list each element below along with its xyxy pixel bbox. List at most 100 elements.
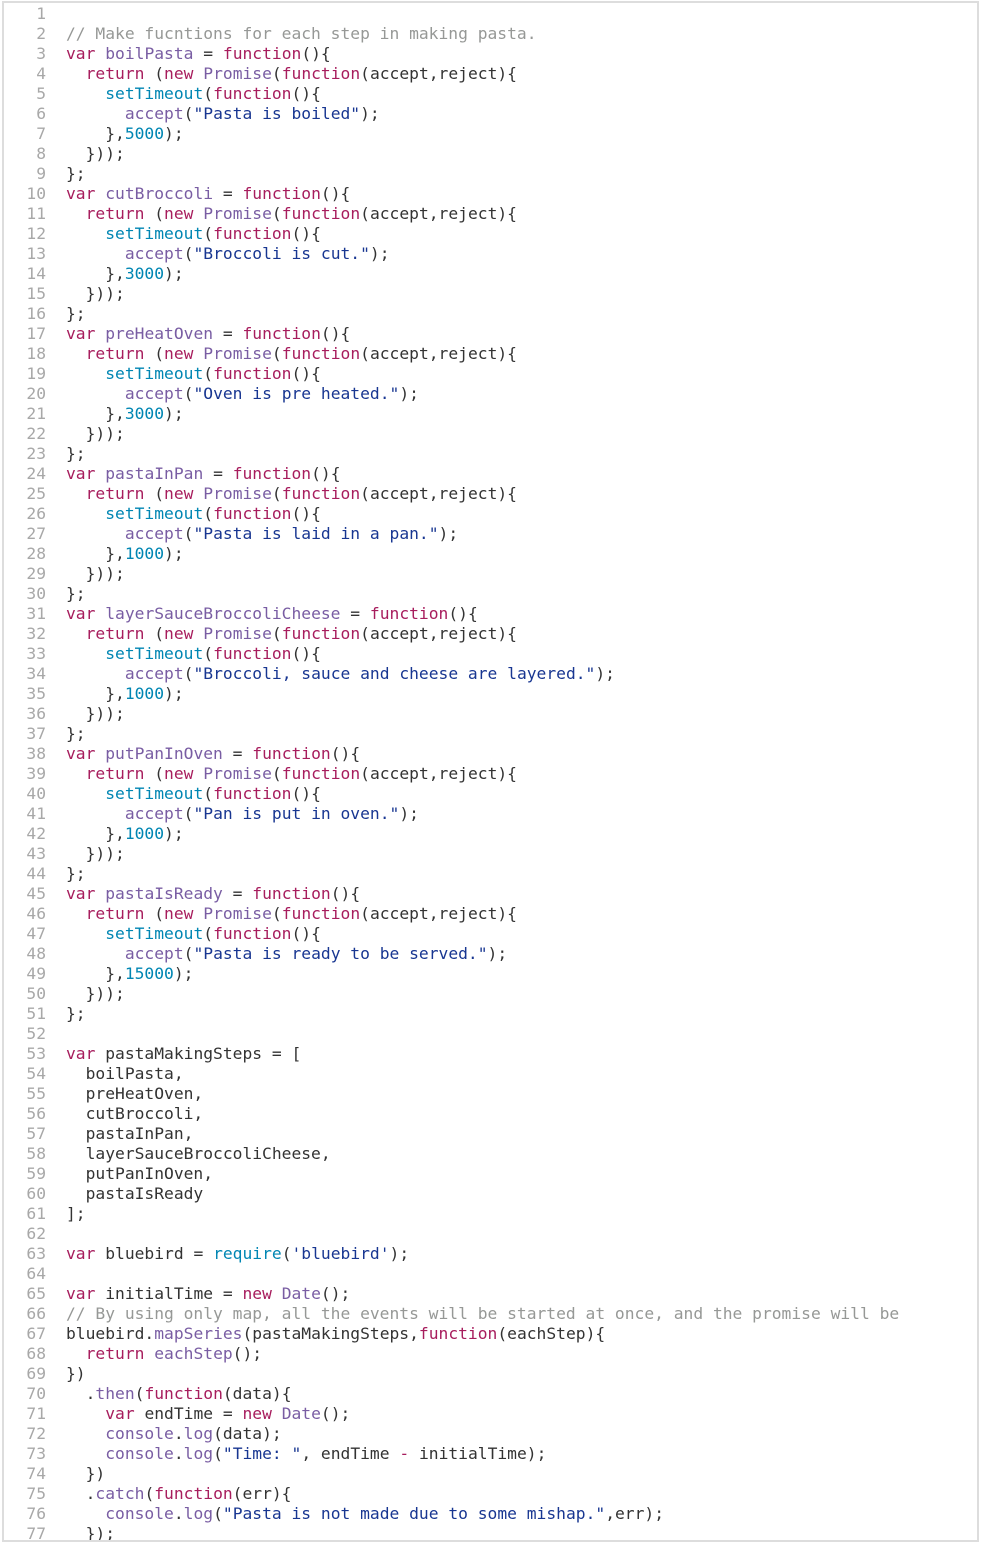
line-number: 47 xyxy=(26,924,46,943)
line-number: 11 xyxy=(26,204,46,223)
code-line[interactable]: 43 })); xyxy=(4,844,977,864)
code-line[interactable]: 74 }) xyxy=(4,1464,977,1484)
code-line[interactable]: 19 setTimeout(function(){ xyxy=(4,364,977,384)
code-line[interactable]: 28 },1000); xyxy=(4,544,977,564)
code-line[interactable]: 69}) xyxy=(4,1364,977,1384)
code-line[interactable]: 42 },1000); xyxy=(4,824,977,844)
plain-token: ); xyxy=(438,524,459,543)
code-line[interactable]: 70 .then(function(data){ xyxy=(4,1384,977,1404)
code-line[interactable]: 47 setTimeout(function(){ xyxy=(4,924,977,944)
plain-token xyxy=(272,1284,282,1303)
code-line[interactable]: 46 return (new Promise(function(accept,r… xyxy=(4,904,977,924)
code-line[interactable]: 2// Make fucntions for each step in maki… xyxy=(4,24,977,44)
code-line[interactable]: 29 })); xyxy=(4,564,977,584)
code-line[interactable]: 73 console.log("Time: ", endTime - initi… xyxy=(4,1444,977,1464)
plain-token xyxy=(95,324,105,343)
code-line[interactable]: 44}; xyxy=(4,864,977,884)
code-line[interactable]: 64 xyxy=(4,1264,977,1284)
code-line[interactable]: 54 boilPasta, xyxy=(4,1064,977,1084)
plain-token: ); xyxy=(595,664,615,683)
code-line[interactable]: 21 },3000); xyxy=(4,404,977,424)
code-line[interactable]: 6 accept("Pasta is boiled"); xyxy=(4,104,977,124)
code-line[interactable]: 7 },5000); xyxy=(4,124,977,144)
plain-token: ); xyxy=(164,264,184,283)
code-line[interactable]: 1 xyxy=(4,4,977,24)
code-line[interactable]: 15 })); xyxy=(4,284,977,304)
code-line[interactable]: 13 accept("Broccoli is cut."); xyxy=(4,244,977,264)
code-line[interactable]: 40 setTimeout(function(){ xyxy=(4,784,977,804)
code-line[interactable]: 41 accept("Pan is put in oven."); xyxy=(4,804,977,824)
code-line[interactable]: 48 accept("Pasta is ready to be served."… xyxy=(4,944,977,964)
code-line[interactable]: 60 pastaIsReady xyxy=(4,1184,977,1204)
code-line[interactable]: 12 setTimeout(function(){ xyxy=(4,224,977,244)
keyword-token: new xyxy=(164,484,194,503)
code-line[interactable]: 72 console.log(data); xyxy=(4,1424,977,1444)
code-line[interactable]: 35 },1000); xyxy=(4,684,977,704)
plain-token: ); xyxy=(173,964,194,983)
line-number: 24 xyxy=(26,464,46,483)
code-line[interactable]: 4 return (new Promise(function(accept,re… xyxy=(4,64,977,84)
code-line[interactable]: 16}; xyxy=(4,304,977,324)
plain-token: (){ xyxy=(291,84,321,103)
code-line[interactable]: 14 },3000); xyxy=(4,264,977,284)
plain-token xyxy=(66,244,125,263)
code-line[interactable]: 33 setTimeout(function(){ xyxy=(4,644,977,664)
code-line[interactable]: 11 return (new Promise(function(accept,r… xyxy=(4,204,977,224)
code-line[interactable]: 58 layerSauceBroccoliCheese, xyxy=(4,1144,977,1164)
plain-token: (){ xyxy=(330,884,361,903)
code-line[interactable]: 36 })); xyxy=(4,704,977,724)
line-number: 17 xyxy=(26,324,46,343)
code-line[interactable]: 32 return (new Promise(function(accept,r… xyxy=(4,624,977,644)
code-line[interactable]: 25 return (new Promise(function(accept,r… xyxy=(4,484,977,504)
code-line[interactable]: 75 .catch(function(err){ xyxy=(4,1484,977,1504)
code-line[interactable]: 20 accept("Oven is pre heated."); xyxy=(4,384,977,404)
code-line[interactable]: 34 accept("Broccoli, sauce and cheese ar… xyxy=(4,664,977,684)
line-number: 45 xyxy=(26,884,46,903)
code-line[interactable]: 9}; xyxy=(4,164,977,184)
code-line[interactable]: 26 setTimeout(function(){ xyxy=(4,504,977,524)
code-line[interactable]: 76 console.log("Pasta is not made due to… xyxy=(4,1504,977,1524)
code-line[interactable]: 39 return (new Promise(function(accept,r… xyxy=(4,764,977,784)
code-line[interactable]: 37}; xyxy=(4,724,977,744)
plain-token: (accept,reject){ xyxy=(360,764,517,783)
line-number: 7 xyxy=(36,124,46,143)
code-line[interactable]: 59 putPanInOven, xyxy=(4,1164,977,1184)
code-line[interactable]: 18 return (new Promise(function(accept,r… xyxy=(4,344,977,364)
code-line[interactable]: 27 accept("Pasta is laid in a pan."); xyxy=(4,524,977,544)
line-number: 62 xyxy=(26,1224,46,1243)
code-line[interactable]: 57 pastaInPan, xyxy=(4,1124,977,1144)
plain-token: (pastaMakingSteps, xyxy=(242,1324,419,1343)
code-line[interactable]: 77 }); xyxy=(4,1524,977,1540)
code-line[interactable]: 66// By using only map, all the events w… xyxy=(4,1304,977,1324)
code-line[interactable]: 56 cutBroccoli, xyxy=(4,1104,977,1124)
plain-token xyxy=(193,764,203,783)
code-line[interactable]: 49 },15000); xyxy=(4,964,977,984)
code-line[interactable]: 50 })); xyxy=(4,984,977,1004)
keyword-token: var xyxy=(66,1284,96,1303)
code-line[interactable]: 30}; xyxy=(4,584,977,604)
code-line[interactable]: 61]; xyxy=(4,1204,977,1224)
code-line[interactable]: 23}; xyxy=(4,444,977,464)
code-line[interactable]: 71 var endTime = new Date(); xyxy=(4,1404,977,1424)
code-line[interactable]: 51}; xyxy=(4,1004,977,1024)
code-line[interactable]: 5 setTimeout(function(){ xyxy=(4,84,977,104)
code-line[interactable]: 22 })); xyxy=(4,424,977,444)
line-code: cutBroccoli, xyxy=(66,1104,204,1124)
code-line[interactable]: 8 })); xyxy=(4,144,977,164)
code-line[interactable]: 62 xyxy=(4,1224,977,1244)
code-line[interactable]: 52 xyxy=(4,1024,977,1044)
code-line[interactable]: 55 preHeatOven, xyxy=(4,1084,977,1104)
code-line[interactable]: 68 return eachStep(); xyxy=(4,1344,977,1364)
